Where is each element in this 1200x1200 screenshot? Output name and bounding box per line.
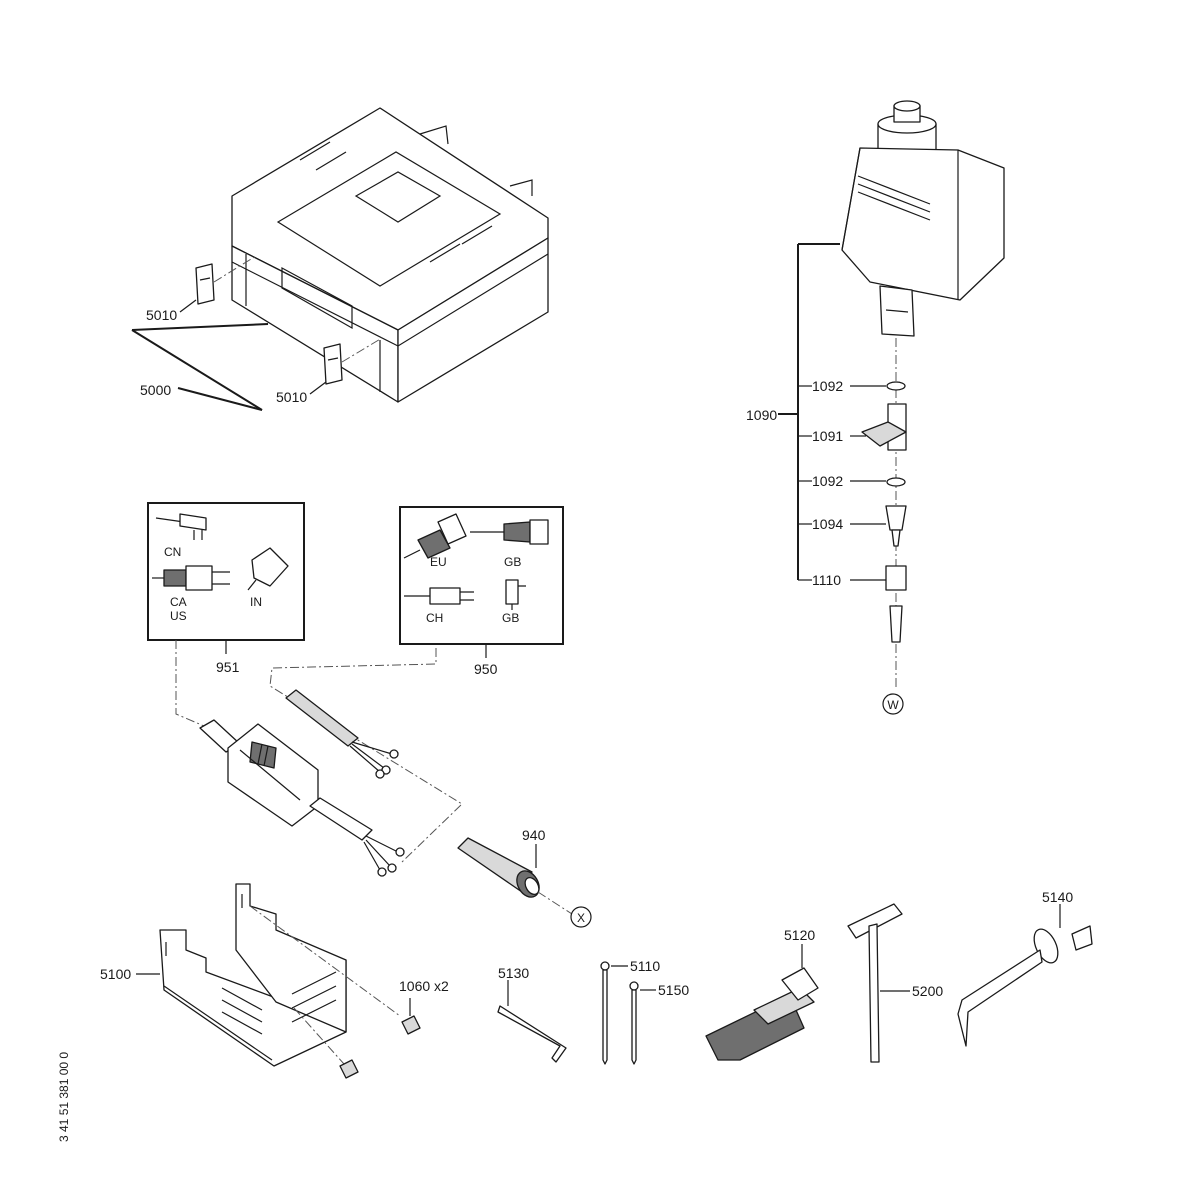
pin-short bbox=[629, 981, 656, 1065]
label-hook-tool: 5140 bbox=[1042, 889, 1073, 905]
document-number: 3 41 51 381 00 0 bbox=[57, 1052, 71, 1142]
ref-x: X bbox=[577, 911, 585, 925]
label-t-tool: 5200 bbox=[912, 983, 943, 999]
label-latch-left: 5010 bbox=[146, 307, 177, 323]
carrying-case bbox=[231, 107, 549, 403]
ref-w: W bbox=[887, 698, 899, 712]
hex-key bbox=[497, 980, 567, 1063]
latch-right bbox=[323, 337, 383, 385]
plug-eu bbox=[403, 513, 467, 559]
plug-cn bbox=[155, 513, 207, 540]
label-plug-gb-top: GB bbox=[504, 555, 521, 569]
cable bbox=[285, 689, 399, 779]
label-cord-set-950: 950 bbox=[474, 661, 498, 677]
label-latch-right: 5010 bbox=[276, 389, 307, 405]
handle bbox=[457, 837, 573, 915]
label-cord-set-951: 951 bbox=[216, 659, 240, 675]
label-strap: 5120 bbox=[784, 927, 815, 943]
ref-circle-x bbox=[570, 906, 592, 928]
hook-tool bbox=[957, 904, 1093, 1047]
strap bbox=[705, 944, 819, 1061]
label-case: 5000 bbox=[140, 382, 171, 398]
label-ring-bottom: 1092 bbox=[812, 473, 843, 489]
cord-links bbox=[175, 640, 463, 863]
fitting-parts bbox=[861, 381, 907, 643]
plug-ch bbox=[404, 587, 474, 605]
plug-in bbox=[247, 547, 289, 591]
label-guard: 5100 bbox=[100, 966, 131, 982]
pin-long bbox=[600, 961, 628, 1065]
label-plug-ca: CA bbox=[170, 595, 187, 609]
label-pin-long: 5110 bbox=[630, 958, 660, 974]
label-plug-eu: EU bbox=[430, 555, 447, 569]
label-screws: 1060 x2 bbox=[399, 978, 449, 994]
label-tank-assembly: 1090 bbox=[746, 407, 777, 423]
label-nut: 1110 bbox=[812, 572, 841, 588]
label-nozzle: 1094 bbox=[812, 516, 843, 532]
label-fitting: 1091 bbox=[812, 428, 843, 444]
water-tank bbox=[841, 100, 1005, 337]
case-leaders bbox=[131, 299, 327, 411]
label-pin-short: 5150 bbox=[658, 982, 689, 998]
label-handle: 940 bbox=[522, 827, 546, 843]
plug-gb-top bbox=[470, 519, 549, 545]
plug-ca-us bbox=[152, 565, 230, 591]
screws bbox=[339, 998, 421, 1079]
label-plug-cn: CN bbox=[164, 545, 181, 559]
ref-circle-w bbox=[882, 693, 904, 715]
guard bbox=[159, 883, 401, 1067]
label-plug-gb-bottom: GB bbox=[502, 611, 519, 625]
label-hex-key: 5130 bbox=[498, 965, 529, 981]
t-tool bbox=[847, 903, 910, 1063]
label-plug-us: US bbox=[170, 609, 187, 623]
latch-left bbox=[195, 255, 257, 305]
label-ring-top: 1092 bbox=[812, 378, 843, 394]
tank-bracket bbox=[778, 243, 886, 581]
cord-set-950-box bbox=[399, 506, 564, 645]
motor-unit bbox=[199, 719, 405, 877]
plug-gb-bottom bbox=[505, 579, 526, 610]
label-plug-in: IN bbox=[250, 595, 262, 609]
label-plug-ch: CH bbox=[426, 611, 443, 625]
